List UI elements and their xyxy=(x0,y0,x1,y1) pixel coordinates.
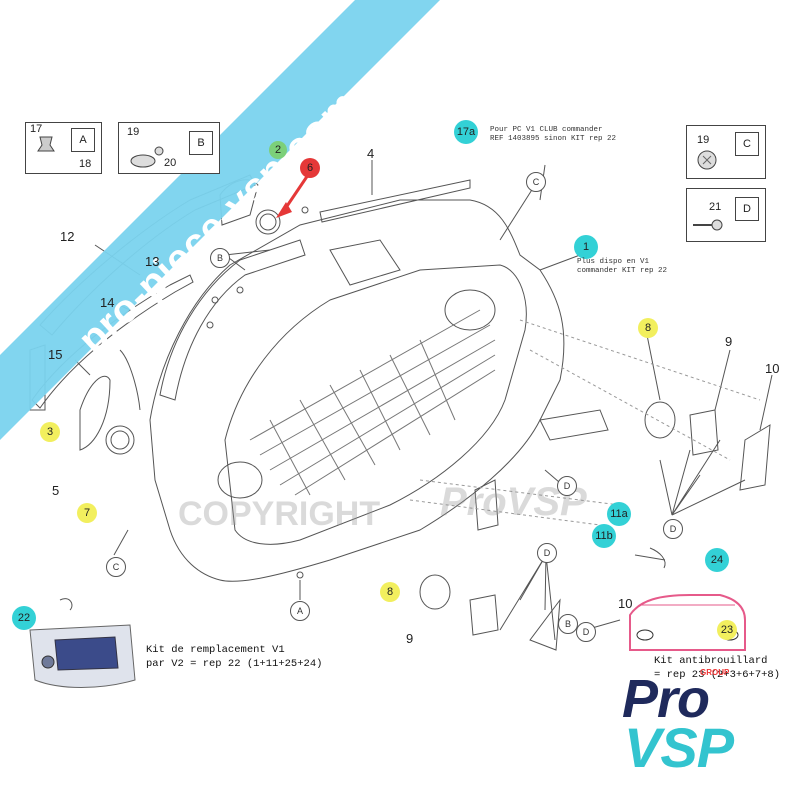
badge-22: 22 xyxy=(12,606,36,630)
callout-letter: D xyxy=(557,476,577,496)
logo-group-text: GROUP xyxy=(700,668,730,677)
badge-8: 8 xyxy=(638,318,658,338)
clip-icon xyxy=(36,133,56,155)
detail-box-letter: C xyxy=(735,132,759,156)
callout-letter: B xyxy=(210,248,230,268)
badge-23: 23 xyxy=(717,620,737,640)
detail-box-letter: B xyxy=(189,131,213,155)
callout-letter: A xyxy=(290,601,310,621)
clip-icon xyxy=(695,148,719,177)
badge-17a: 17a xyxy=(454,120,478,144)
note-1: Plus dispo en V1 commander KIT rep 22 xyxy=(577,258,668,276)
kit-22-note: Kit de remplacement V1 par V2 = rep 22 (… xyxy=(146,644,323,671)
screw-icon xyxy=(129,143,169,176)
badge-8: 8 xyxy=(380,582,400,602)
detail-box-a: A 17 18 xyxy=(25,122,102,174)
badge-6: 6 xyxy=(300,158,320,178)
logo-vsp: VSP xyxy=(624,716,734,779)
detail-box-num: 17 xyxy=(30,123,43,135)
part-number: 10 xyxy=(765,361,780,376)
detail-box-num: 18 xyxy=(79,158,92,170)
part-number: 9 xyxy=(725,334,733,349)
detail-box-b: B 19 20 xyxy=(118,122,220,174)
detail-box-d: D 21 xyxy=(686,188,766,242)
part-number: 9 xyxy=(406,631,414,646)
detail-box-c: C 19 xyxy=(686,125,766,179)
badge-11b: 11b xyxy=(592,524,616,548)
part-number: 12 xyxy=(60,229,75,244)
part-number: 13 xyxy=(145,254,160,269)
detail-box-letter: D xyxy=(735,197,759,221)
badge-7: 7 xyxy=(77,503,97,523)
badge-11a: 11a xyxy=(607,502,631,526)
part-number: 10 xyxy=(618,596,633,611)
part-number: 4 xyxy=(367,146,375,161)
logo-pro: Pro xyxy=(622,669,710,729)
callout-letter: D xyxy=(576,622,596,642)
detail-box-num: 19 xyxy=(127,126,140,138)
detail-box-num: 19 xyxy=(697,134,710,146)
callout-letter: B xyxy=(558,614,578,634)
callout-letter: D xyxy=(663,519,683,539)
detail-box-letter: A xyxy=(71,128,95,152)
callout-letter: C xyxy=(106,557,126,577)
screw-icon xyxy=(691,215,725,240)
detail-box-num: 20 xyxy=(164,157,177,169)
part-number: 5 xyxy=(52,483,60,498)
kit-23-note: Kit antibrouillard = rep 23 (2+3+6+7+8) xyxy=(654,655,781,682)
watermark-copyright: COPYRIGHT xyxy=(178,495,381,533)
badge-1: 1 xyxy=(574,235,598,259)
badge-2: 2 xyxy=(269,141,287,159)
callout-letter: C xyxy=(526,172,546,192)
note-17a: Pour PC V1 CLUB commander REF 1403895 si… xyxy=(490,126,617,144)
detail-box-num: 21 xyxy=(709,201,722,213)
badge-3: 3 xyxy=(40,422,60,442)
part-number: 15 xyxy=(48,347,63,362)
badge-24: 24 xyxy=(705,548,729,572)
callout-letter: D xyxy=(537,543,557,563)
part-number: 14 xyxy=(100,295,115,310)
